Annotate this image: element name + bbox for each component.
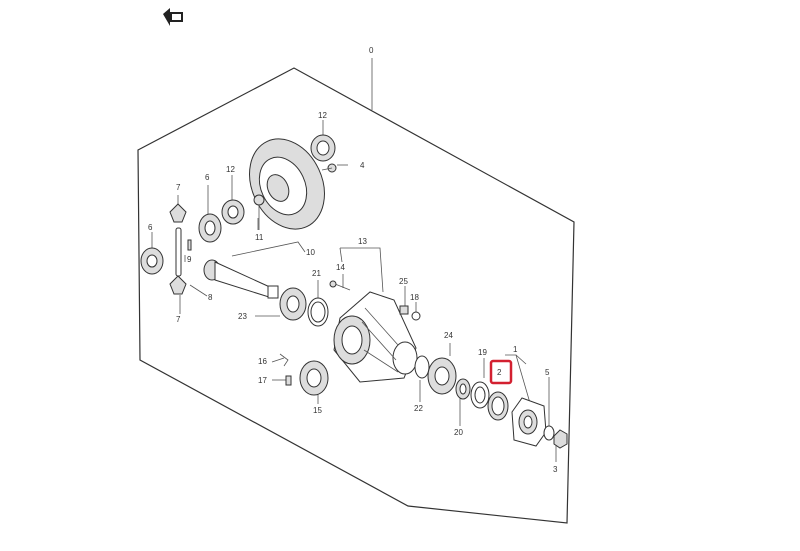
assembly-frame [137, 67, 575, 524]
callout-14[interactable]: 14 [336, 263, 345, 272]
callout-0[interactable]: 0 [369, 46, 374, 55]
callout-21[interactable]: 21 [312, 269, 321, 278]
callout-25[interactable]: 25 [399, 277, 408, 286]
callout-11[interactable]: 11 [255, 233, 264, 242]
oring-22 [414, 355, 430, 379]
shim-21 [307, 297, 329, 327]
callout-3[interactable]: 3 [553, 465, 558, 474]
pinion-shaft [175, 227, 182, 277]
callout-24[interactable]: 24 [444, 331, 453, 340]
callout-22[interactable]: 22 [414, 404, 423, 413]
plug-25 [399, 305, 409, 315]
callout-6-upper[interactable]: 6 [205, 173, 210, 182]
washer-5 [543, 425, 555, 441]
callout-9[interactable]: 9 [187, 255, 192, 264]
callout-labels: 0 12 4 12 6 7 11 6 9 10 13 14 21 25 18 8… [148, 46, 558, 474]
callout-17[interactable]: 17 [258, 376, 267, 385]
callout-7-upper[interactable]: 7 [176, 183, 181, 192]
bolt-14 [329, 280, 351, 291]
callout-15[interactable]: 15 [313, 406, 322, 415]
callout-7-lower[interactable]: 7 [176, 315, 181, 324]
front-arrow-icon [163, 8, 183, 26]
callout-4[interactable]: 4 [360, 161, 365, 170]
ring-gear [249, 138, 325, 230]
pin-9 [187, 239, 192, 251]
side-gear-upper [198, 213, 222, 243]
bearing-upper [310, 134, 336, 162]
part-11 [253, 194, 265, 230]
callout-20[interactable]: 20 [454, 428, 463, 437]
pinion-gear-lower [169, 275, 187, 295]
highlight-box [489, 359, 513, 385]
shim-19 [470, 381, 490, 409]
pin-17 [285, 375, 292, 386]
drive-pinion [203, 259, 279, 299]
callout-12-upper[interactable]: 12 [318, 111, 327, 120]
bearing-lower [221, 199, 245, 225]
callout-23[interactable]: 23 [238, 312, 247, 321]
callout-12-lower[interactable]: 12 [226, 165, 235, 174]
washer-18 [411, 311, 421, 321]
callout-2[interactable]: 2 [497, 368, 502, 377]
companion-flange-1 [511, 397, 547, 447]
pinion-gear-upper [169, 203, 187, 223]
callout-16[interactable]: 16 [258, 357, 267, 366]
callout-13[interactable]: 13 [358, 237, 367, 246]
callout-8[interactable]: 8 [208, 293, 213, 302]
callout-19[interactable]: 19 [478, 348, 487, 357]
nut-3 [553, 429, 568, 449]
callout-1[interactable]: 1 [513, 345, 518, 354]
bolt-4 [321, 163, 337, 173]
bearing-23 [279, 287, 307, 321]
clip-16 [279, 353, 289, 367]
callout-6-lower[interactable]: 6 [148, 223, 153, 232]
callout-5[interactable]: 5 [545, 368, 550, 377]
oil-seal-2 [487, 391, 509, 421]
differential-carrier [333, 291, 418, 383]
callout-10[interactable]: 10 [306, 248, 315, 257]
spacer-20 [455, 378, 471, 400]
callout-18[interactable]: 18 [410, 293, 419, 302]
bearing-24 [427, 357, 457, 395]
side-gear-lower [140, 247, 164, 275]
adjuster-15 [299, 360, 329, 396]
